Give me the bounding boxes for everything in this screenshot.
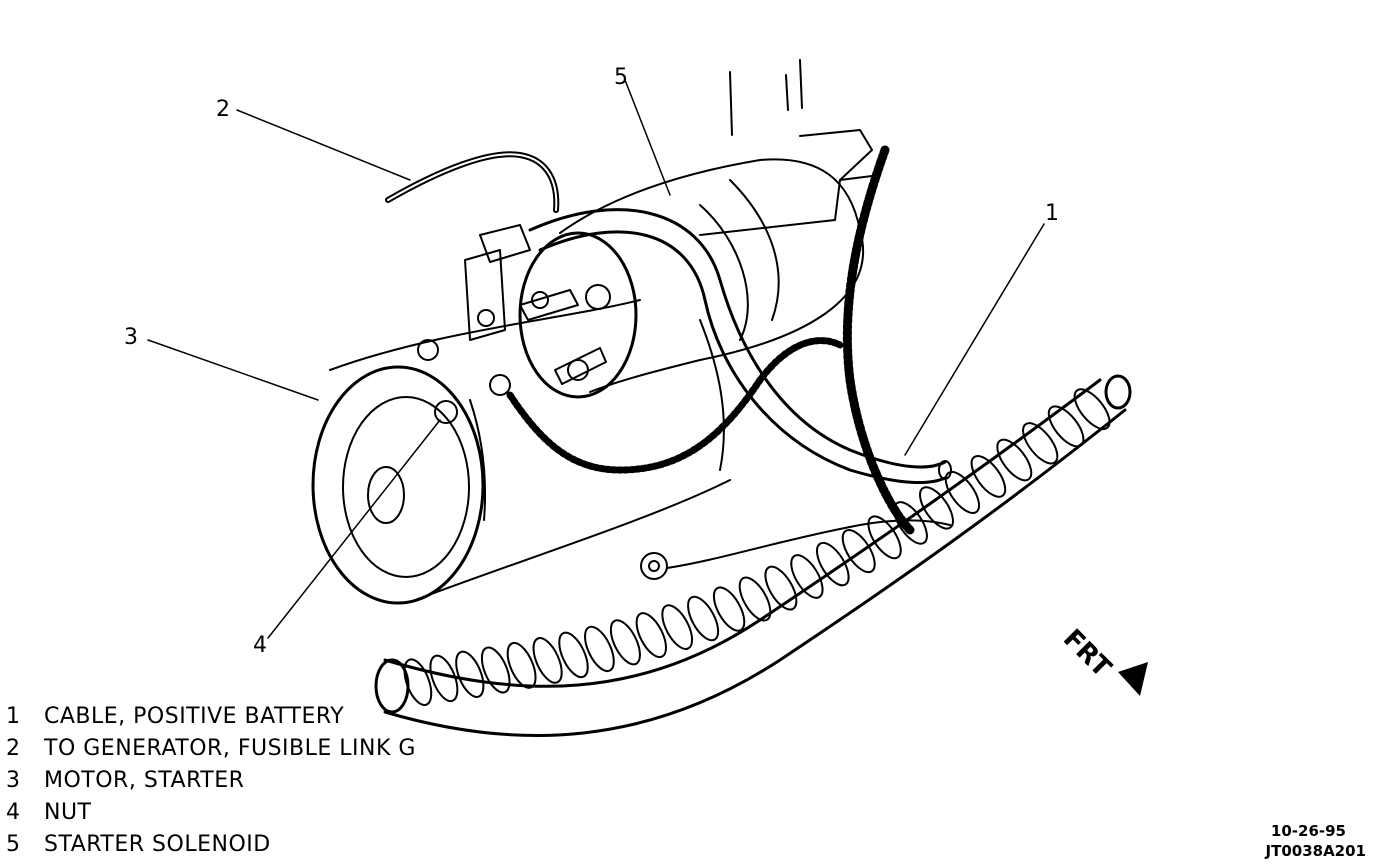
legend-text: STARTER SOLENOID [44,831,271,857]
frt-arrow-icon [1118,662,1148,696]
harness-ring [738,576,772,622]
harness-ring [996,438,1033,482]
harness-ring [506,641,537,689]
harness-ring [558,631,589,679]
frt-label: FRT [1057,624,1117,684]
legend-item: 1 CABLE, POSITIVE BATTERY [6,700,416,732]
harness-ring [712,586,746,632]
ground-wire [640,519,951,580]
legend: 1 CABLE, POSITIVE BATTERY 2 TO GENERATOR, … [6,700,416,860]
terminal-bracket [417,224,531,424]
callout-labels: 1 2 3 4 5 [124,65,1059,658]
legend-text: CABLE, POSITIVE BATTERY [44,703,345,729]
positive-battery-cable [528,208,952,485]
wiring-harness-conduit [374,374,1132,738]
legend-item: 3 MOTOR, STARTER [6,764,416,796]
callout-3: 3 [124,325,138,350]
harness-ring [429,654,459,703]
harness-ring [1047,405,1085,448]
harness-ring [480,646,511,694]
legend-item: 5 STARTER SOLENOID [6,828,416,860]
harness-ring [970,455,1007,498]
harness-ring [635,612,667,659]
legend-text: MOTOR, STARTER [44,767,245,793]
harness-ring [1073,388,1111,431]
harness-ring [790,554,824,599]
harness-ring [841,529,876,574]
harness-ring [867,515,902,560]
callout-4: 4 [253,633,267,658]
generator-fusible-link-cable [385,151,560,213]
harness-ring [1022,422,1059,465]
harness-ring [403,658,433,706]
harness-ring [687,595,720,642]
braided-cable [506,145,915,535]
front-direction-indicator: FRT [1057,624,1148,696]
date-code: 10-26-95 [1270,822,1346,840]
leader-lines [147,79,1045,639]
starter-motor [311,299,731,605]
starter-solenoid [518,158,865,399]
legend-number: 5 [6,831,20,857]
callout-5: 5 [614,65,628,90]
harness-ring [609,619,641,666]
harness-ring [532,637,563,684]
harness-ring [919,486,954,530]
harness-ring [661,604,694,650]
legend-number: 1 [6,703,20,729]
legend-number: 2 [6,735,20,761]
legend-item: 2 TO GENERATOR, FUSIBLE LINK G [6,732,416,764]
legend-number: 3 [6,767,20,793]
figure-code: JT0038A201 [1265,842,1366,860]
engine-block-outline [699,59,881,236]
callout-1: 1 [1045,201,1059,226]
legend-item: 4 NUT [6,796,416,828]
harness-ring [764,565,798,611]
legend-text: NUT [44,799,92,825]
harness-ring [893,501,928,545]
harness-ring [944,470,981,514]
harness-ring [816,541,850,587]
legend-number: 4 [6,799,20,825]
callout-2: 2 [216,97,230,122]
harness-ring [455,650,485,698]
legend-text: TO GENERATOR, FUSIBLE LINK G [44,735,416,761]
harness-ring [584,625,615,673]
